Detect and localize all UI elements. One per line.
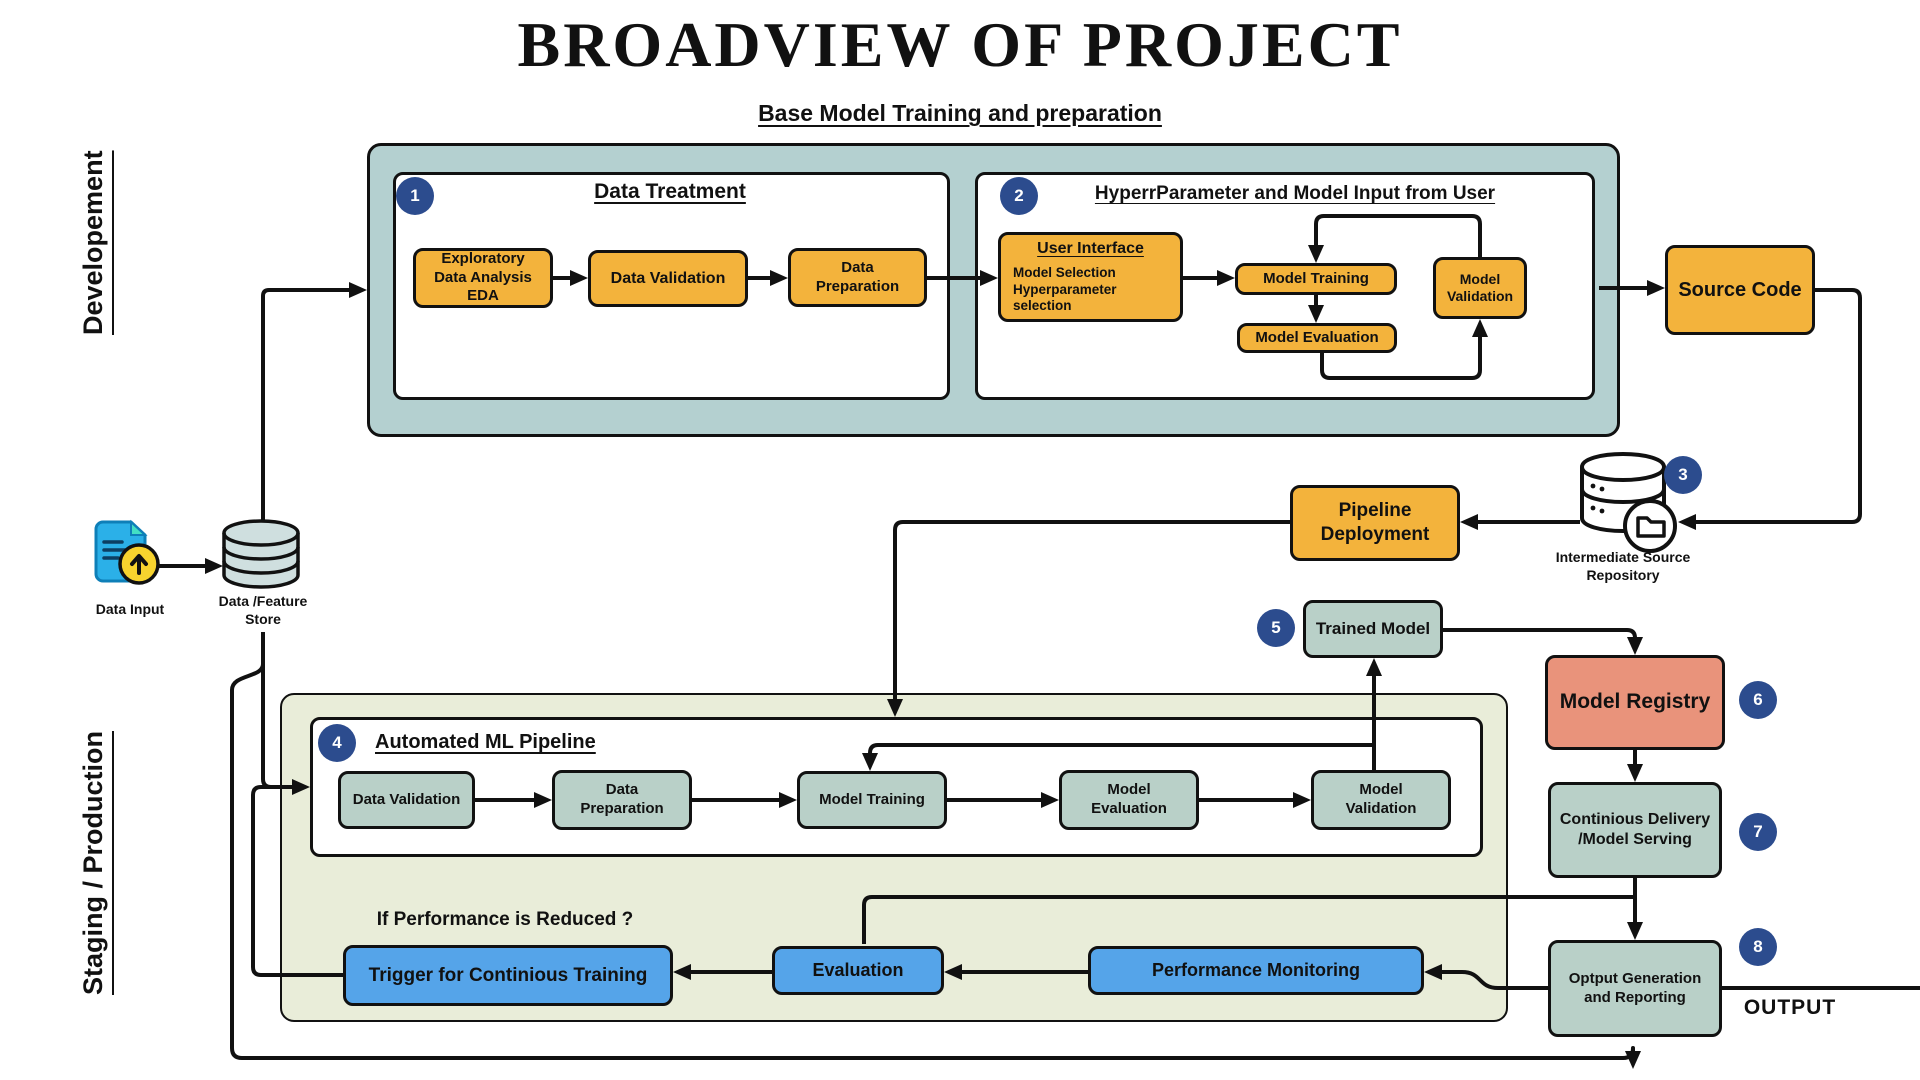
node-trained-model: Trained Model bbox=[1303, 600, 1443, 658]
node-pipeline-data-preparation: Data Preparation bbox=[552, 770, 692, 830]
badge-1: 1 bbox=[396, 177, 434, 215]
node-data-preparation-dev: Data Preparation bbox=[788, 248, 927, 307]
node-model-registry: Model Registry bbox=[1545, 655, 1725, 750]
node-exploratory-data-analysis: Exploratory Data Analysis EDA bbox=[413, 248, 553, 308]
node-model-evaluation-dev: Model Evaluation bbox=[1237, 323, 1397, 353]
node-source-code: Source Code bbox=[1665, 245, 1815, 335]
node-pipeline-model-evaluation: Model Evaluation bbox=[1059, 770, 1199, 830]
user-interface-model-selection: Model Selection bbox=[1013, 264, 1116, 280]
node-user-interface: User Interface Model Selection Hyperpara… bbox=[998, 232, 1183, 322]
if-performance-reduced-label: If Performance is Reduced ? bbox=[376, 909, 634, 930]
badge-3: 3 bbox=[1664, 456, 1702, 494]
data-input-label: Data Input bbox=[95, 601, 165, 617]
badge-4: 4 bbox=[318, 724, 356, 762]
node-pipeline-data-validation: Data Validation bbox=[338, 771, 475, 829]
data-input-icon bbox=[94, 519, 160, 585]
output-label: OUTPUT bbox=[1743, 996, 1837, 1019]
node-model-validation-dev: Model Validation bbox=[1433, 257, 1527, 319]
feature-store-label: Data /Feature Store bbox=[218, 593, 308, 628]
node-pipeline-model-training: Model Training bbox=[797, 771, 947, 829]
node-performance-monitoring: Performance Monitoring bbox=[1088, 946, 1424, 995]
feature-store-icon bbox=[222, 519, 300, 589]
page-title: BROADVIEW OF PROJECT bbox=[517, 9, 1403, 80]
automated-pipeline-heading: Automated ML Pipeline bbox=[375, 731, 596, 753]
user-interface-title: User Interface bbox=[1037, 239, 1144, 257]
hyperparameter-heading: HyperrParameter and Model Input from Use… bbox=[1094, 183, 1496, 204]
node-pipeline-deployment: Pipeline Deployment bbox=[1290, 485, 1460, 561]
badge-5: 5 bbox=[1257, 609, 1295, 647]
badge-2: 2 bbox=[1000, 177, 1038, 215]
source-repository-icon bbox=[1580, 451, 1677, 553]
node-trigger-continuous-training: Trigger for Continious Training bbox=[343, 945, 673, 1006]
diagram-subtitle: Base Model Training and preparation bbox=[758, 100, 1162, 126]
data-treatment-heading: Data Treatment bbox=[594, 180, 746, 203]
node-data-validation-dev: Data Validation bbox=[588, 250, 748, 307]
node-continuous-delivery: Continious Delivery /Model Serving bbox=[1548, 782, 1722, 878]
badge-7: 7 bbox=[1739, 813, 1777, 851]
badge-6: 6 bbox=[1739, 681, 1777, 719]
node-model-training-dev: Model Training bbox=[1235, 263, 1397, 295]
node-output-generation: Optput Generation and Reporting bbox=[1548, 940, 1722, 1037]
badge-8: 8 bbox=[1739, 928, 1777, 966]
source-repository-label: Intermediate Source Repository bbox=[1555, 549, 1691, 584]
user-interface-hyperparameter-selection: Hyperparameter selection bbox=[1013, 281, 1117, 314]
node-evaluation: Evaluation bbox=[772, 946, 944, 995]
node-pipeline-model-validation: Model Validation bbox=[1311, 770, 1451, 830]
